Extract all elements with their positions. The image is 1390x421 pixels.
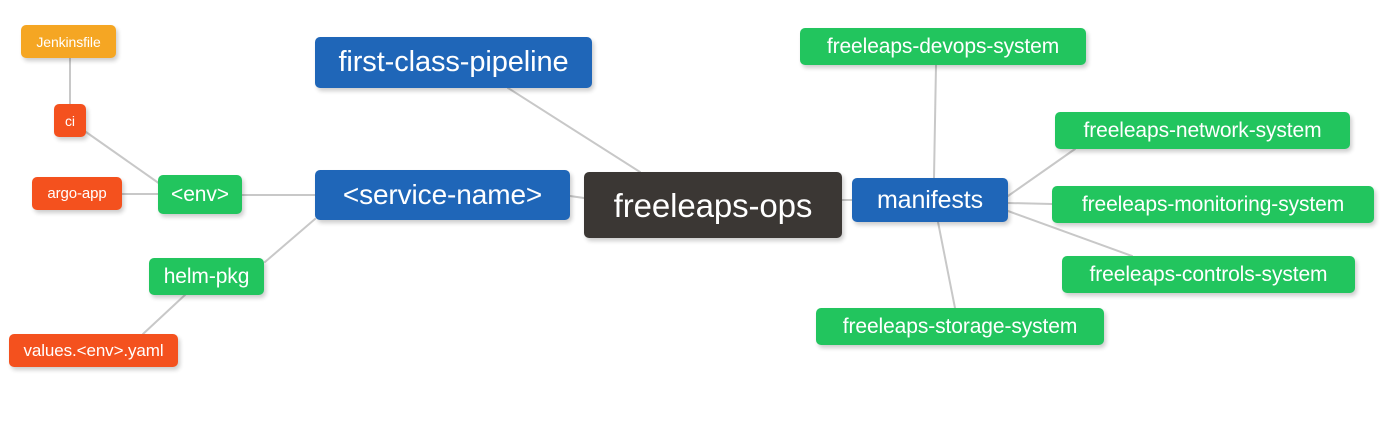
node-label-freeleaps-storage-system: freeleaps-storage-system bbox=[842, 315, 1078, 338]
node-service-name[interactable]: <service-name> bbox=[315, 170, 570, 220]
node-manifests[interactable]: manifests bbox=[852, 178, 1008, 222]
edge-manifests-to-freeleaps-devops-system bbox=[933, 64, 937, 179]
node-label-argo-app: argo-app bbox=[47, 185, 107, 202]
node-label-service-name: <service-name> bbox=[342, 179, 543, 210]
node-env[interactable]: <env> bbox=[158, 175, 242, 214]
node-freeleaps-ops[interactable]: freeleaps-ops bbox=[584, 172, 842, 238]
edge-helm-pkg-to-values-env-yaml bbox=[142, 293, 187, 335]
node-label-values-env-yaml: values.<env>.yaml bbox=[23, 341, 164, 360]
node-ci[interactable]: ci bbox=[54, 104, 86, 137]
node-label-jenkinsfile: Jenkinsfile bbox=[36, 33, 101, 50]
node-label-freeleaps-monitoring-system: freeleaps-monitoring-system bbox=[1081, 193, 1345, 216]
node-label-freeleaps-ops: freeleaps-ops bbox=[613, 186, 813, 224]
node-helm-pkg[interactable]: helm-pkg bbox=[149, 258, 264, 295]
node-label-freeleaps-network-system: freeleaps-network-system bbox=[1083, 119, 1322, 142]
node-values-env-yaml[interactable]: values.<env>.yaml bbox=[9, 334, 178, 367]
node-argo-app[interactable]: argo-app bbox=[32, 177, 122, 210]
node-freeleaps-network-system[interactable]: freeleaps-network-system bbox=[1055, 112, 1350, 149]
edge-manifests-to-freeleaps-monitoring-system bbox=[1007, 202, 1053, 205]
node-freeleaps-storage-system[interactable]: freeleaps-storage-system bbox=[816, 308, 1104, 345]
edge-service-name-to-freeleaps-ops bbox=[569, 195, 585, 199]
edge-first-class-pipeline-to-freeleaps-ops bbox=[507, 87, 641, 173]
node-label-helm-pkg: helm-pkg bbox=[163, 265, 250, 288]
node-label-first-class-pipeline: first-class-pipeline bbox=[338, 46, 569, 78]
node-first-class-pipeline[interactable]: first-class-pipeline bbox=[315, 37, 592, 88]
node-freeleaps-monitoring-system[interactable]: freeleaps-monitoring-system bbox=[1052, 186, 1374, 223]
node-label-manifests: manifests bbox=[876, 185, 984, 214]
edge-manifests-to-freeleaps-storage-system bbox=[937, 221, 956, 309]
edge-service-name-to-helm-pkg bbox=[264, 218, 316, 263]
node-label-freeleaps-controls-system: freeleaps-controls-system bbox=[1089, 263, 1328, 286]
node-freeleaps-controls-system[interactable]: freeleaps-controls-system bbox=[1062, 256, 1355, 293]
node-label-env: <env> bbox=[171, 183, 229, 206]
node-label-freeleaps-devops-system: freeleaps-devops-system bbox=[826, 35, 1060, 58]
node-jenkinsfile[interactable]: Jenkinsfile bbox=[21, 25, 116, 58]
node-freeleaps-devops-system[interactable]: freeleaps-devops-system bbox=[800, 28, 1086, 65]
node-label-ci: ci bbox=[65, 112, 75, 129]
